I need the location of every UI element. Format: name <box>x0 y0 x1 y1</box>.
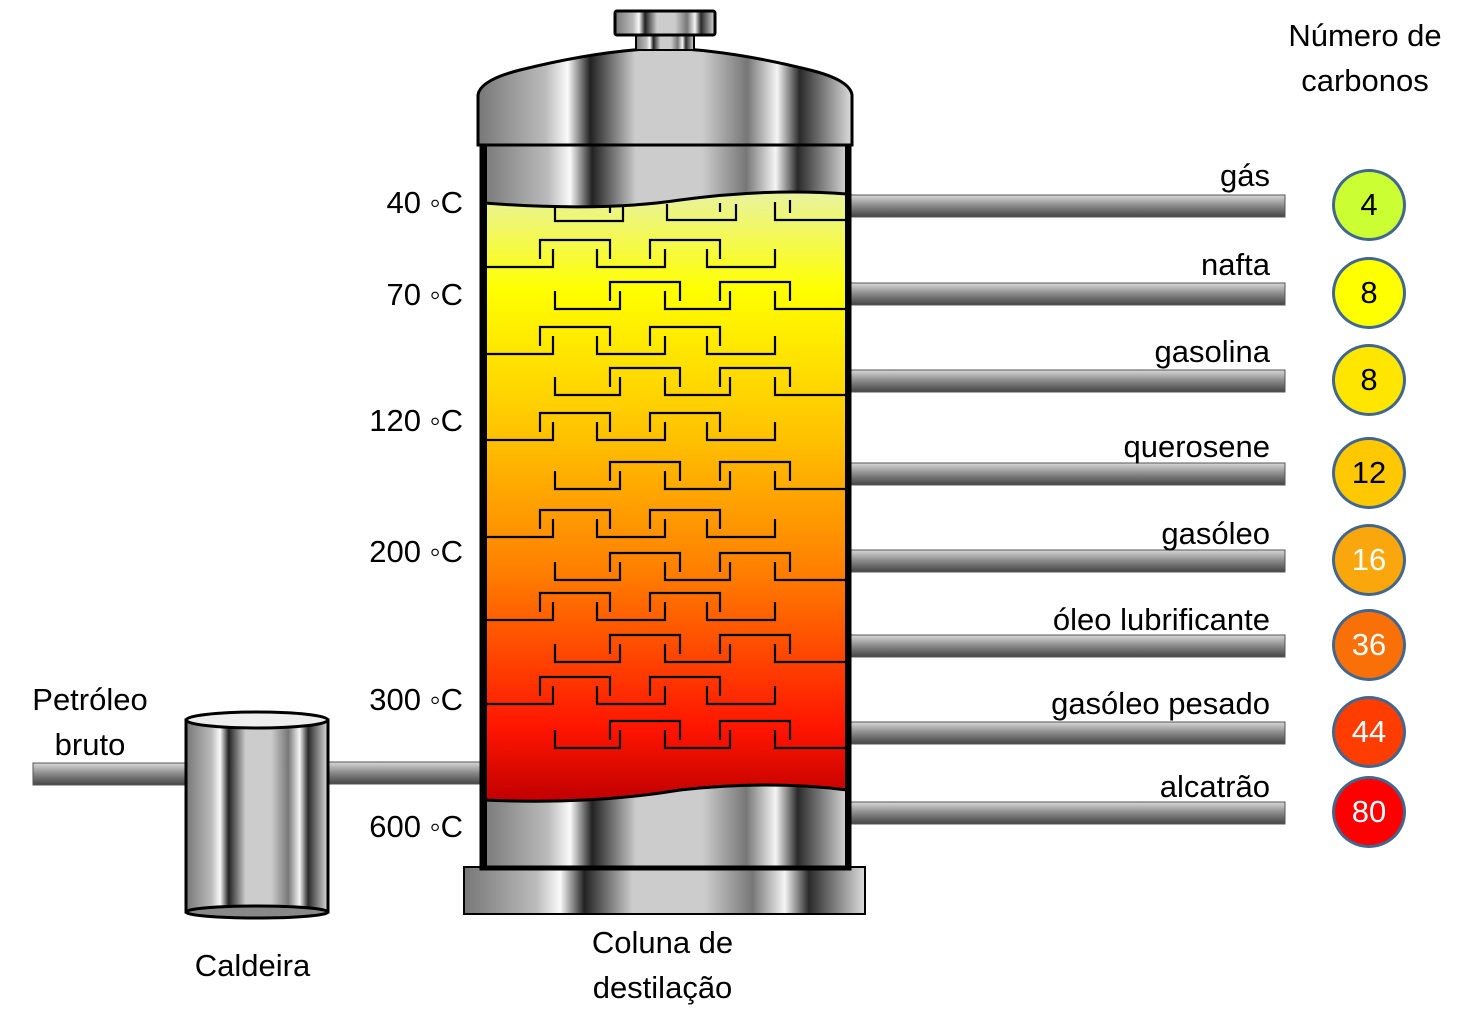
fraction-label: gasóleo <box>1161 516 1270 551</box>
outlet-pipe <box>847 462 1286 486</box>
temperature-label: 40 ◦C <box>386 185 463 220</box>
tray <box>487 325 777 356</box>
boiler <box>184 710 330 920</box>
carbon-count-badge: 16 <box>1332 524 1406 596</box>
distillation-column <box>463 9 866 915</box>
temperature-label: 300 ◦C <box>369 682 463 717</box>
outlet-pipe <box>847 194 1286 218</box>
outlet-pipe <box>847 721 1286 745</box>
boiler-outlet-pipe <box>325 761 485 785</box>
tray <box>553 551 845 582</box>
outlet-pipe <box>847 634 1286 658</box>
tray <box>487 508 777 539</box>
tray <box>553 366 845 397</box>
inlet-label-line1: Petróleo <box>32 682 148 717</box>
outlet-pipe <box>847 369 1286 393</box>
tray <box>553 460 845 491</box>
temperature-label: 120 ◦C <box>369 403 463 438</box>
fraction-label: alcatrão <box>1159 769 1270 804</box>
tray <box>487 238 777 269</box>
temperature-label: 70 ◦C <box>386 277 463 312</box>
carbon-count-badge: 8 <box>1332 257 1406 329</box>
fraction-label: nafta <box>1201 247 1270 282</box>
carbon-count-badge: 4 <box>1332 169 1406 241</box>
temperature-label: 600 ◦C <box>369 809 463 844</box>
outlet-pipe <box>847 549 1286 573</box>
fraction-label: gasolina <box>1154 334 1270 369</box>
tray <box>487 675 777 706</box>
fraction-label: óleo lubrificante <box>1052 602 1270 637</box>
carbon-header-line2: carbonos <box>1301 63 1429 98</box>
outlet-pipe <box>847 282 1286 306</box>
temperature-label: 200 ◦C <box>369 534 463 569</box>
tray <box>487 591 777 622</box>
column-label-line2: destilação <box>592 970 733 1005</box>
column-label-line1: Coluna de <box>591 925 734 960</box>
boiler-label: Caldeira <box>194 948 311 983</box>
carbon-count-badge: 8 <box>1332 344 1406 416</box>
tray <box>553 633 845 664</box>
carbon-count-badge: 36 <box>1332 609 1406 681</box>
fraction-label: querosene <box>1123 429 1270 464</box>
carbon-header-line1: Número de <box>1288 18 1442 53</box>
tray <box>553 200 845 223</box>
fraction-label: gasóleo pesado <box>1051 686 1270 721</box>
inlet-pipe <box>32 762 189 786</box>
tray <box>553 280 845 311</box>
outlet-pipe <box>847 801 1286 825</box>
tray <box>553 719 845 750</box>
carbon-count-badge: 12 <box>1332 437 1406 509</box>
tray <box>487 411 777 442</box>
fraction-label: gás <box>1220 158 1270 193</box>
carbon-count-badge: 44 <box>1332 696 1406 768</box>
carbon-count-badge: 80 <box>1332 776 1406 848</box>
inlet-label-line2: bruto <box>54 727 126 762</box>
